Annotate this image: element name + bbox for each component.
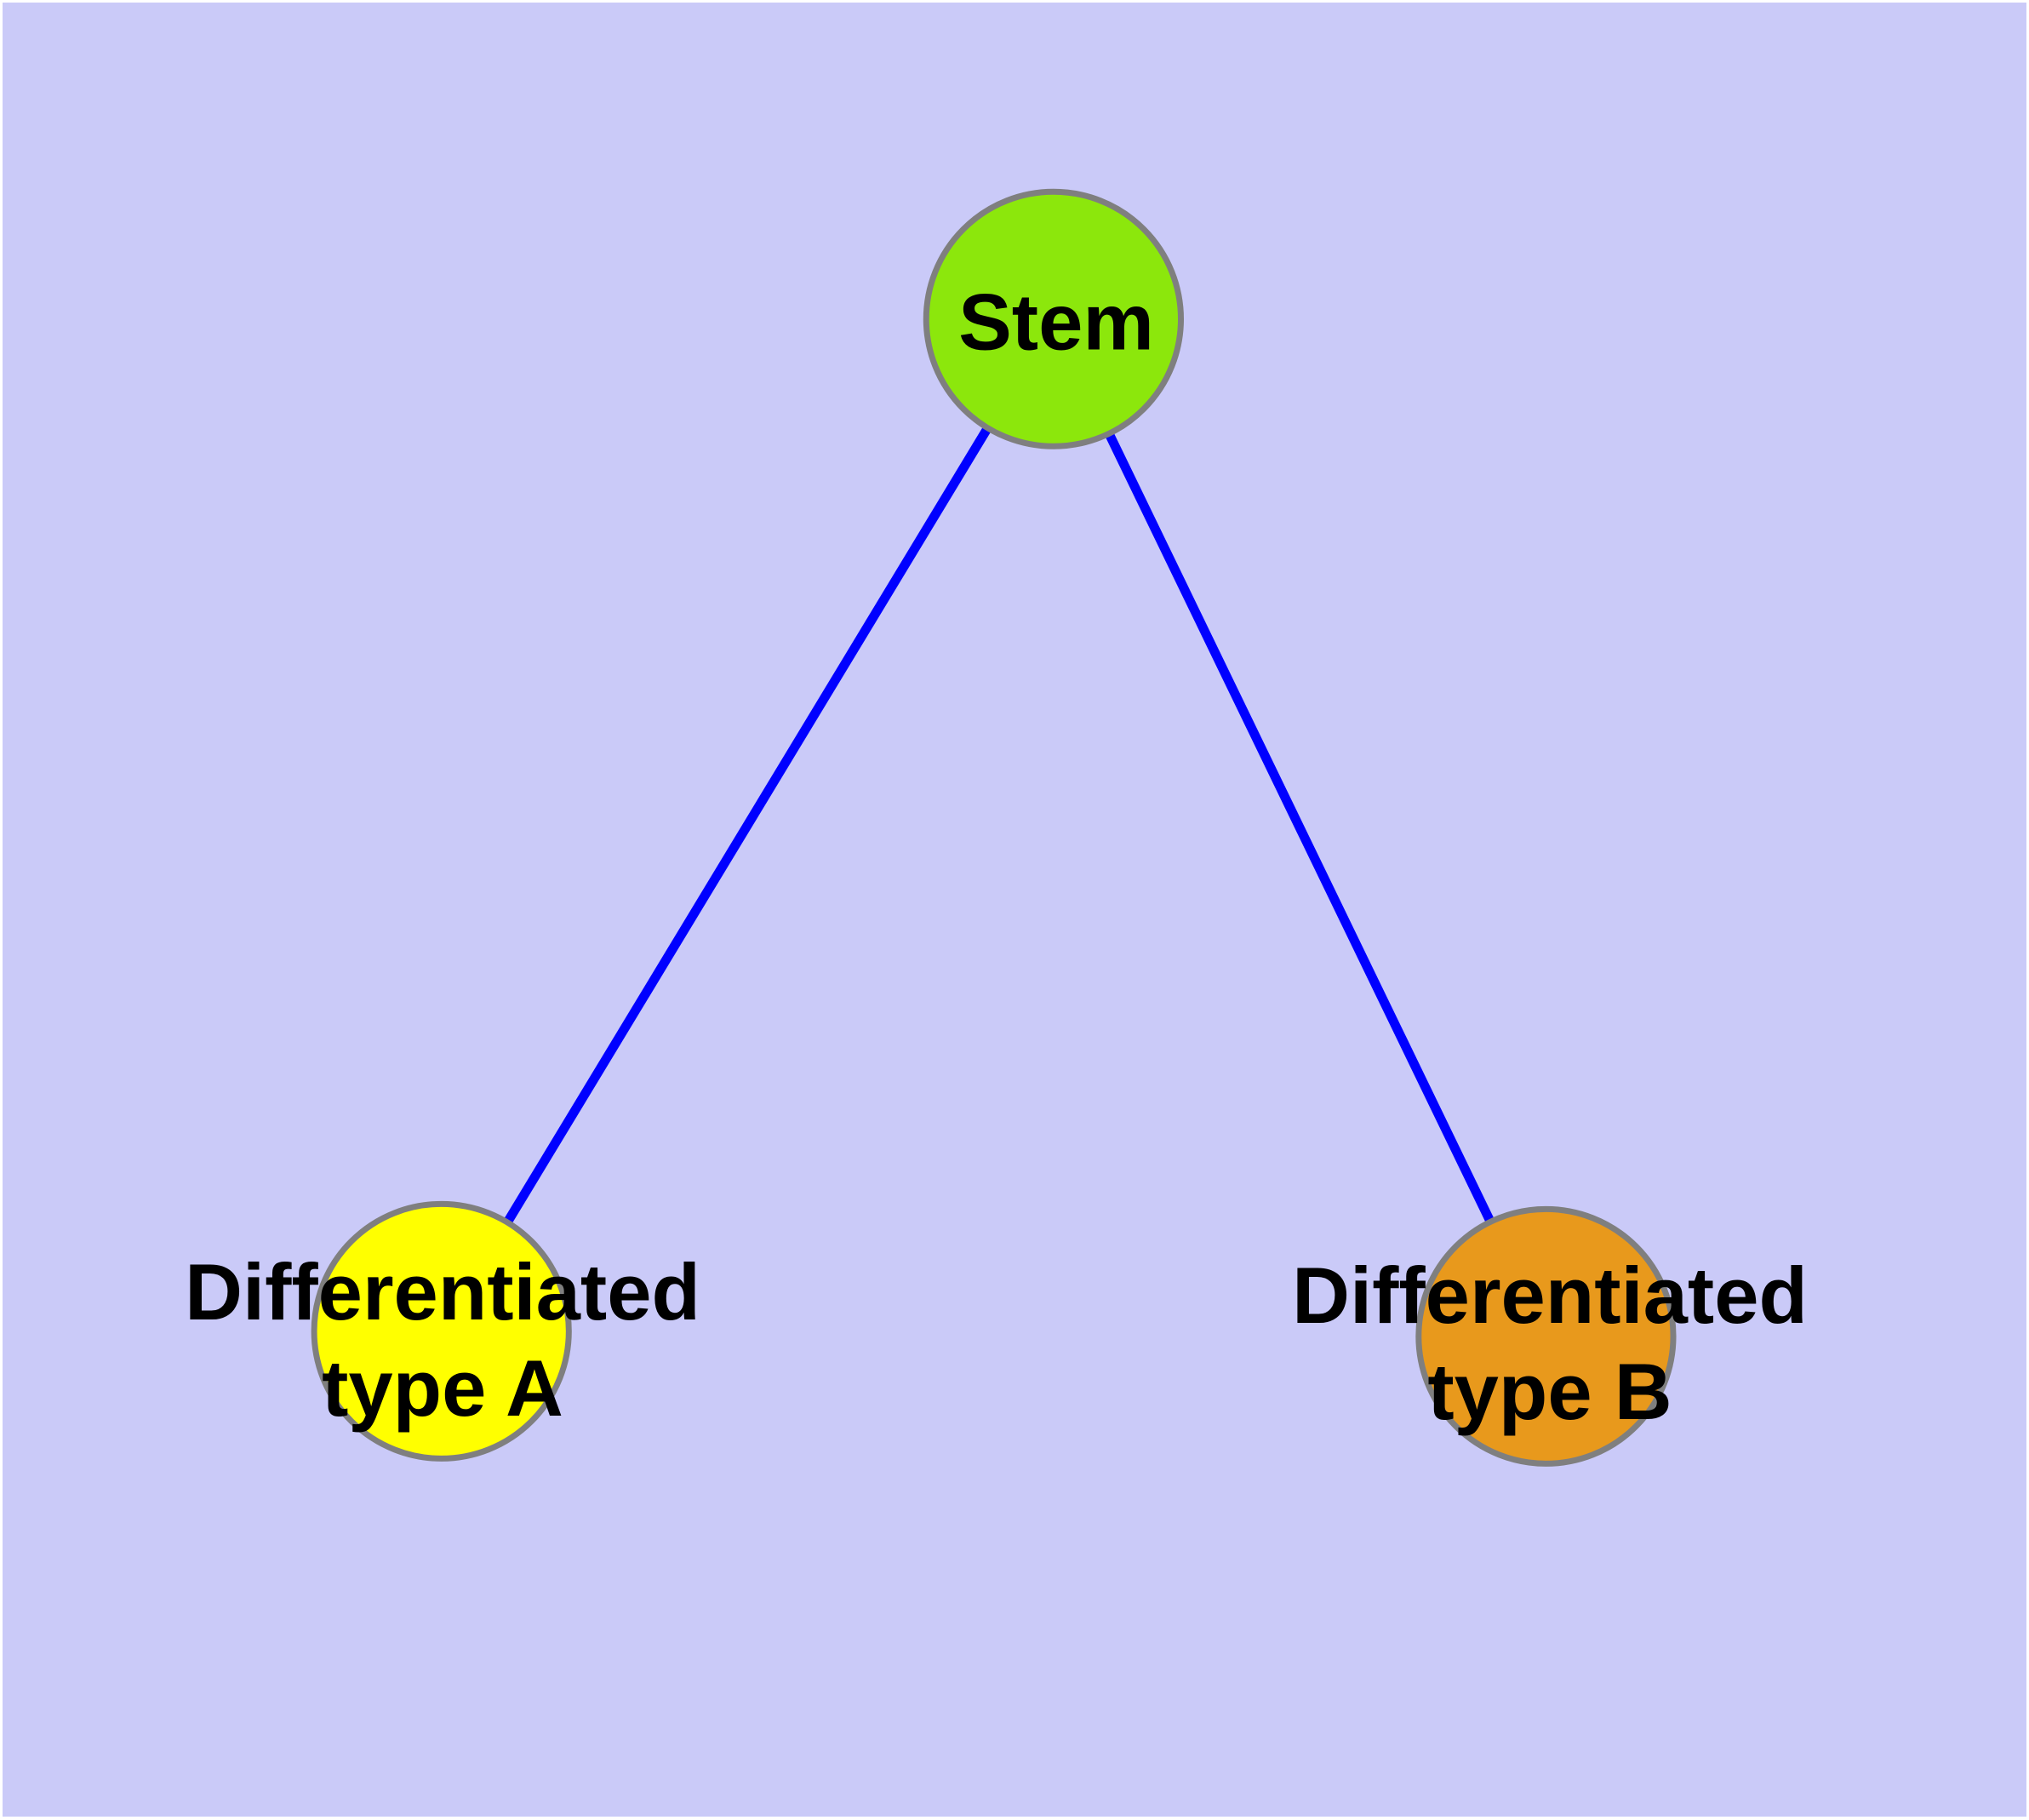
- node-type-a-label-line2: type A: [322, 1343, 563, 1433]
- node-type-b-label-line1: Differentiated: [1292, 1251, 1808, 1340]
- edge-stem-to-type-b: [1049, 317, 1551, 1339]
- node-type-b-circle: [1415, 1205, 1677, 1467]
- node-stem-circle: [923, 188, 1184, 449]
- node-type-b-label: Differentiated type B: [1292, 1247, 1808, 1439]
- node-type-a-label: Differentiated type A: [185, 1244, 700, 1436]
- node-type-a-label-line1: Differentiated: [185, 1247, 700, 1336]
- node-type-b-label-line2: type B: [1427, 1347, 1672, 1436]
- node-type-a-circle: [311, 1200, 572, 1462]
- graph-svg: [311, 188, 1677, 1467]
- node-stem-label: Stem: [958, 274, 1154, 370]
- node-stem-label-text: Stem: [958, 277, 1154, 367]
- edge-stem-to-type-a: [437, 316, 1058, 1334]
- graph-plot-area: Stem Differentiated type A Differentiate…: [3, 3, 2026, 1817]
